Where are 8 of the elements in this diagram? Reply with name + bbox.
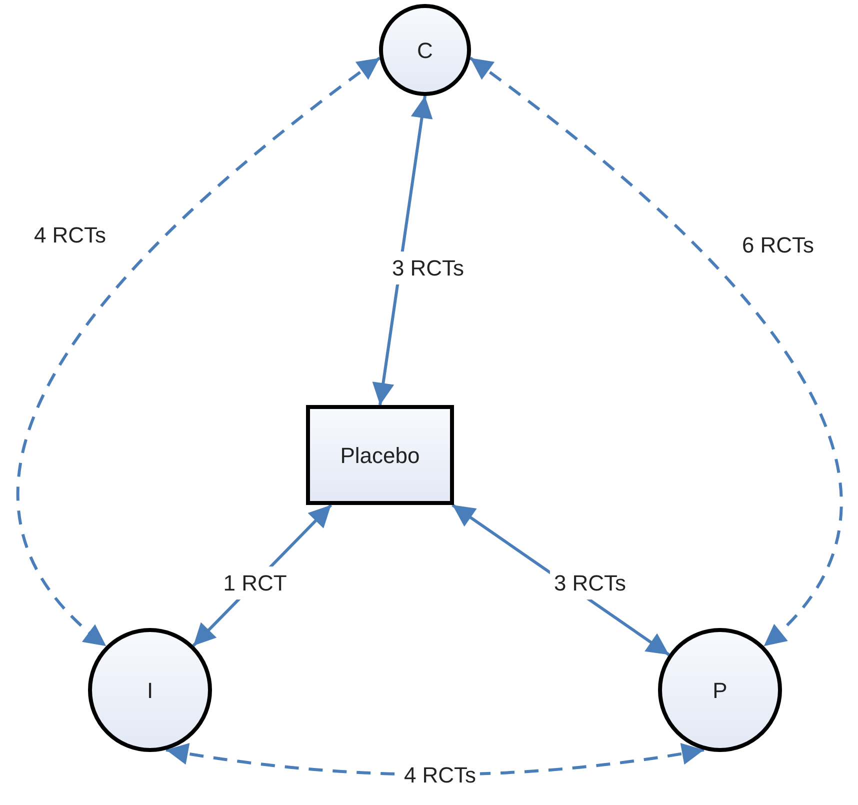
process-box (306, 405, 454, 505)
node-label: Placebo (340, 442, 420, 470)
node-label: P (712, 676, 728, 704)
dashed-arrow (16, 56, 381, 648)
dashed-arrow (469, 56, 842, 648)
node-label: I (146, 676, 154, 704)
arrow (372, 96, 433, 406)
node-label: C (417, 36, 433, 64)
